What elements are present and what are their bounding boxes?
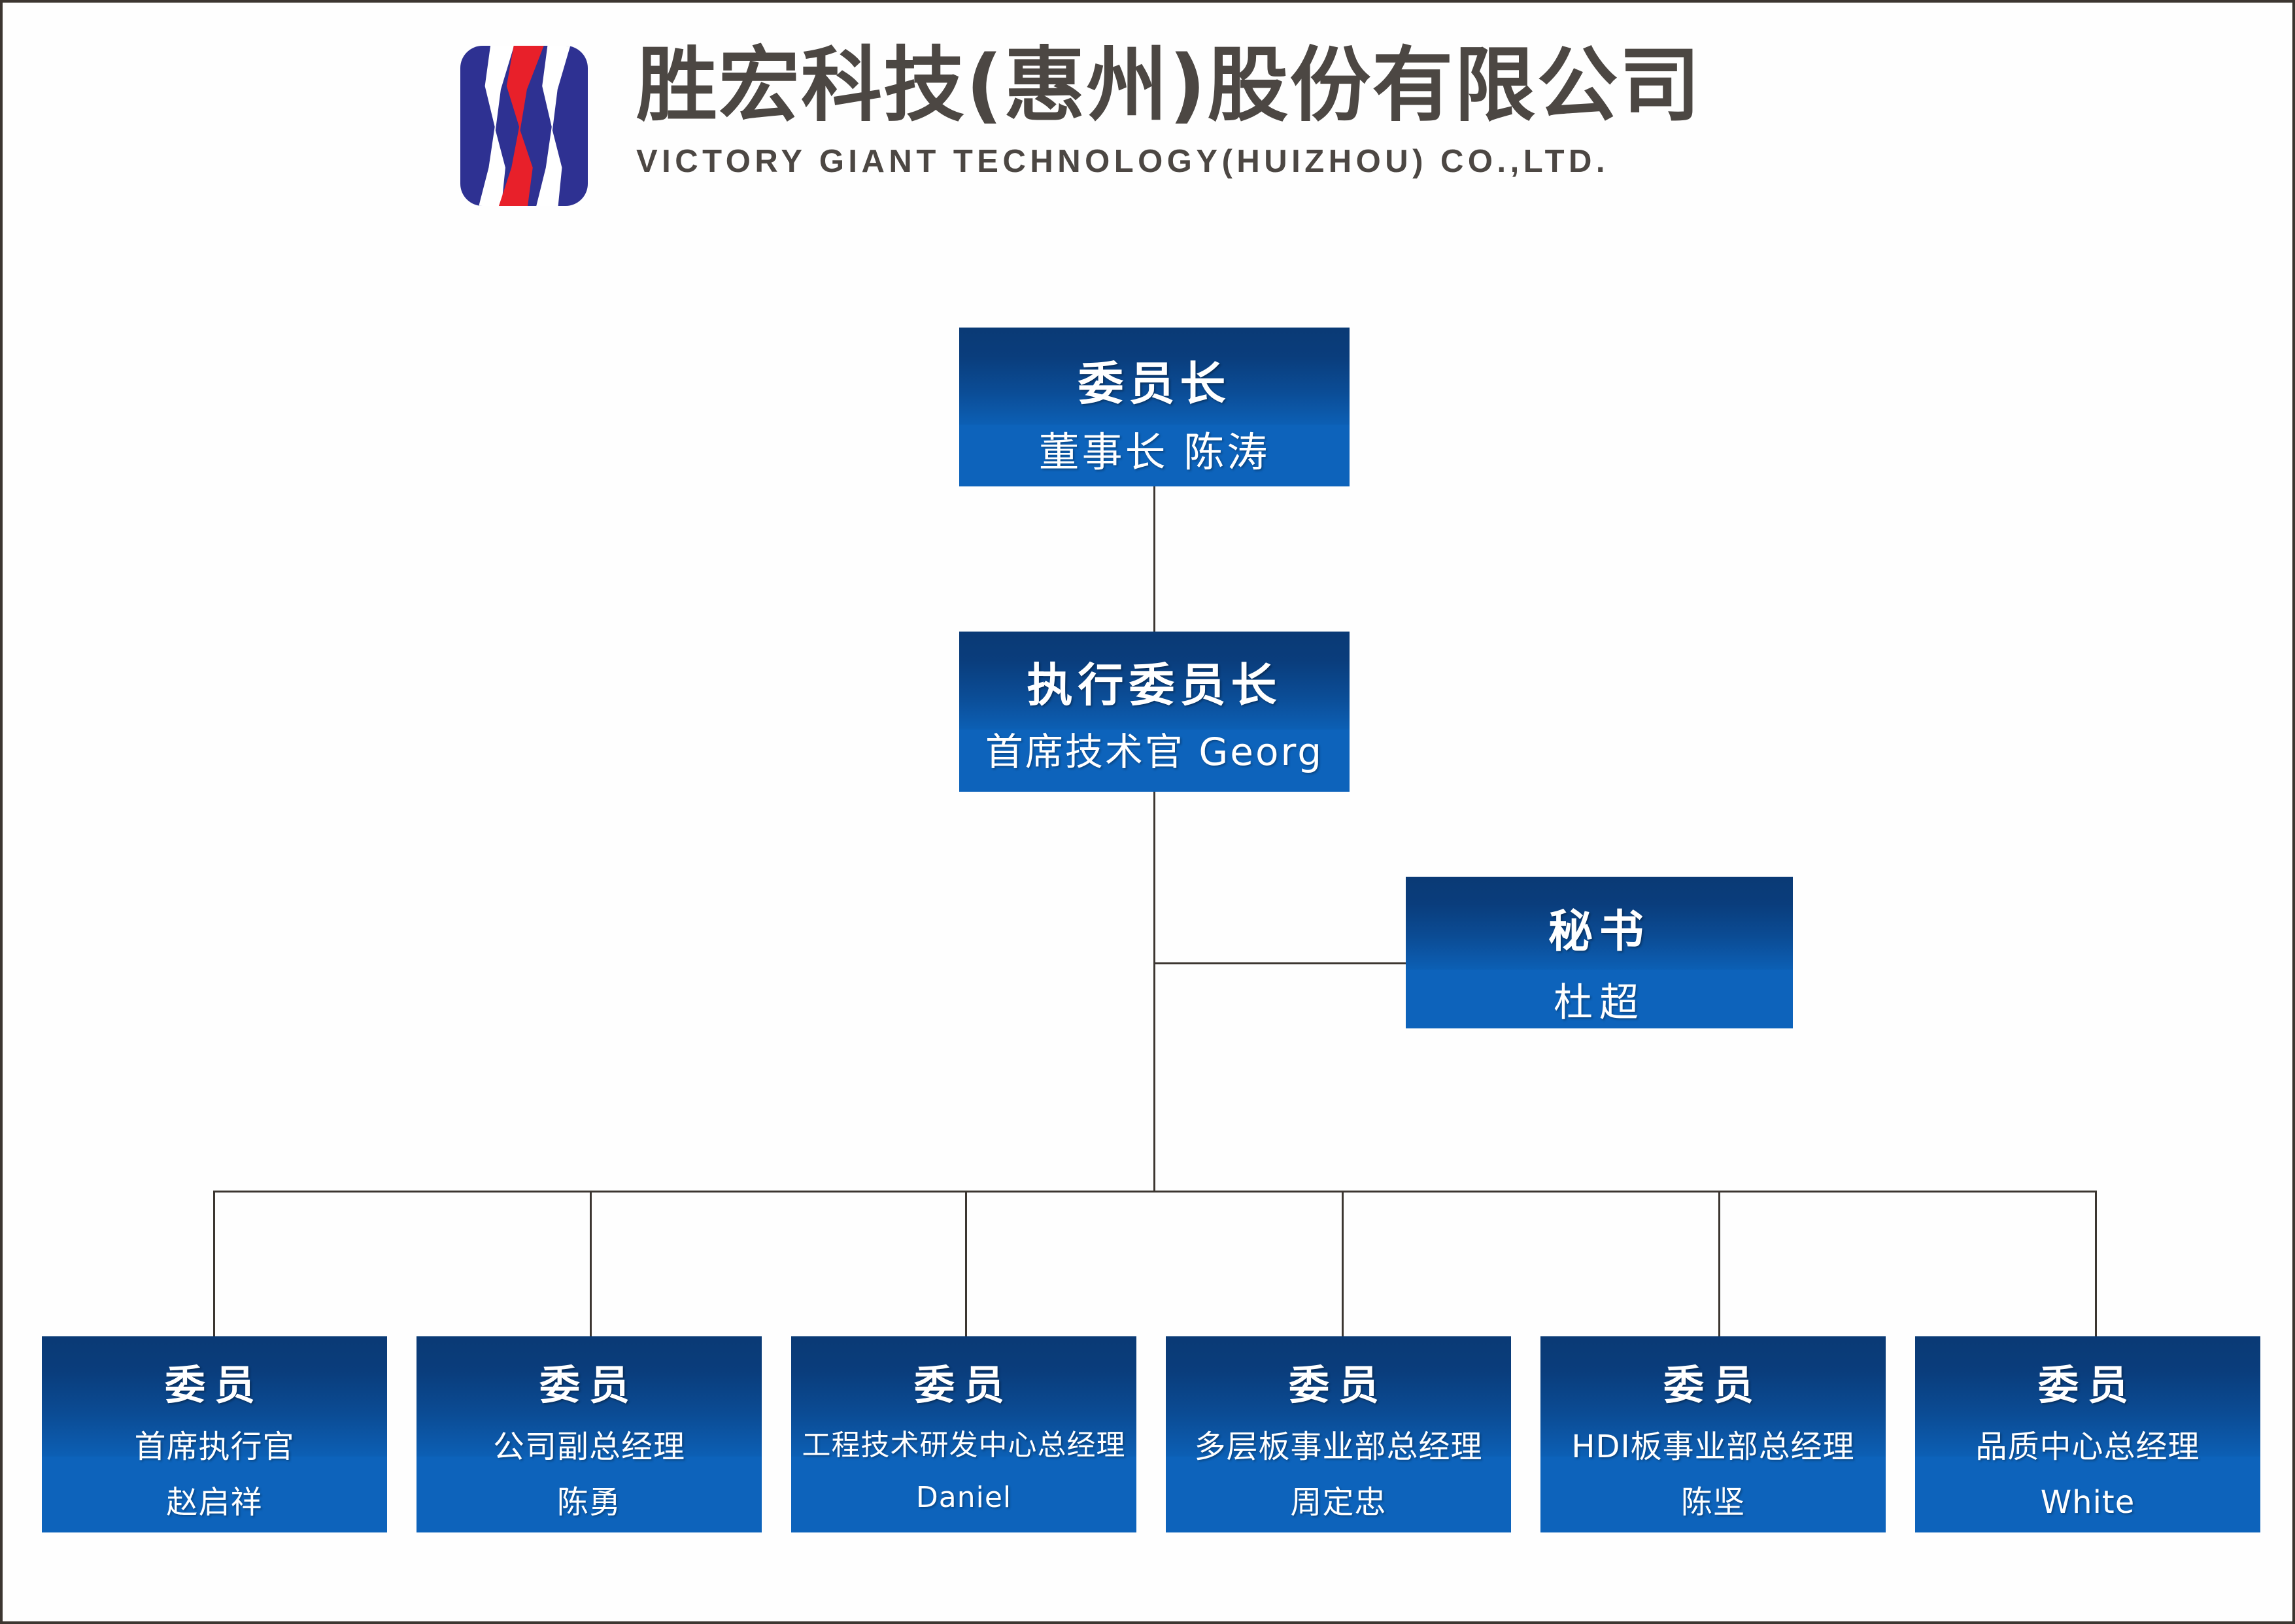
node-name-label: 陈勇: [556, 1483, 621, 1521]
node-role-label: 委员: [2037, 1361, 2137, 1409]
org-node-chairman[interactable]: 委员长 董事长 陈涛: [959, 328, 1350, 486]
connector-drop-member-3: [1342, 1191, 1344, 1338]
node-detail-label: 首席技术官 Georg: [985, 730, 1324, 774]
node-title-label: 工程技术研发中心总经理: [802, 1429, 1126, 1462]
node-role-label: 委员: [164, 1361, 264, 1409]
node-role-label: 委员: [539, 1361, 639, 1409]
connector-drop-member-5: [2095, 1191, 2097, 1338]
connector-drop-member-0: [213, 1191, 215, 1338]
connector-exec-to-secretary: [1153, 962, 1407, 964]
node-name-label: 周定忠: [1290, 1483, 1387, 1521]
node-role-label: 委员: [913, 1361, 1013, 1409]
connector-drop-member-4: [1718, 1191, 1720, 1338]
company-title-block: 胜宏科技(惠州)股份有限公司 VICTORY GIANT TECHNOLOGY(…: [636, 39, 1702, 180]
node-title-label: 品质中心总经理: [1975, 1429, 2200, 1465]
org-node-member-0[interactable]: 委员 首席执行官 赵启祥: [42, 1336, 387, 1532]
connector-exec-trunk: [1153, 792, 1155, 1192]
victory-giant-logo-icon: [460, 46, 588, 206]
org-node-member-5[interactable]: 委员 品质中心总经理 White: [1915, 1336, 2260, 1532]
node-role-label: 委员: [1663, 1361, 1763, 1409]
node-name-label: White: [2040, 1483, 2135, 1521]
company-header: 胜宏科技(惠州)股份有限公司 VICTORY GIANT TECHNOLOGY(…: [460, 39, 1702, 206]
node-role-label: 委员长: [1078, 357, 1231, 411]
company-name-chinese: 胜宏科技(惠州)股份有限公司: [636, 39, 1702, 133]
node-name-label: 陈坚: [1680, 1483, 1745, 1521]
node-title-label: HDI板事业部总经理: [1571, 1429, 1855, 1465]
company-name-english: VICTORY GIANT TECHNOLOGY(HUIZHOU) CO.,LT…: [636, 144, 1609, 180]
connector-chairman-to-exec: [1153, 486, 1155, 632]
org-node-member-3[interactable]: 委员 多层板事业部总经理 周定忠: [1166, 1336, 1511, 1532]
node-title-label: 多层板事业部总经理: [1194, 1429, 1483, 1465]
node-name-label: 赵启祥: [166, 1483, 263, 1521]
node-role-label: 秘书: [1548, 906, 1650, 958]
org-node-member-4[interactable]: 委员 HDI板事业部总经理 陈坚: [1540, 1336, 1886, 1532]
org-node-secretary[interactable]: 秘书 杜超: [1406, 877, 1793, 1028]
logo-wave-white-right: [535, 46, 571, 206]
connector-member-bus: [213, 1191, 2096, 1193]
node-detail-label: 董事长 陈涛: [1038, 428, 1270, 476]
org-node-member-2[interactable]: 委员 工程技术研发中心总经理 Daniel: [791, 1336, 1136, 1532]
connector-drop-member-2: [965, 1191, 967, 1338]
node-detail-label: 杜超: [1554, 980, 1645, 1026]
connector-drop-member-1: [590, 1191, 592, 1338]
org-node-member-1[interactable]: 委员 公司副总经理 陈勇: [416, 1336, 762, 1532]
node-name-label: Daniel: [915, 1480, 1012, 1514]
node-title-label: 公司副总经理: [492, 1429, 685, 1465]
node-title-label: 首席执行官: [134, 1429, 295, 1465]
node-role-label: 执行委员长: [1027, 658, 1282, 712]
org-node-executive-chairman[interactable]: 执行委员长 首席技术官 Georg: [959, 632, 1350, 792]
node-role-label: 委员: [1288, 1361, 1388, 1409]
